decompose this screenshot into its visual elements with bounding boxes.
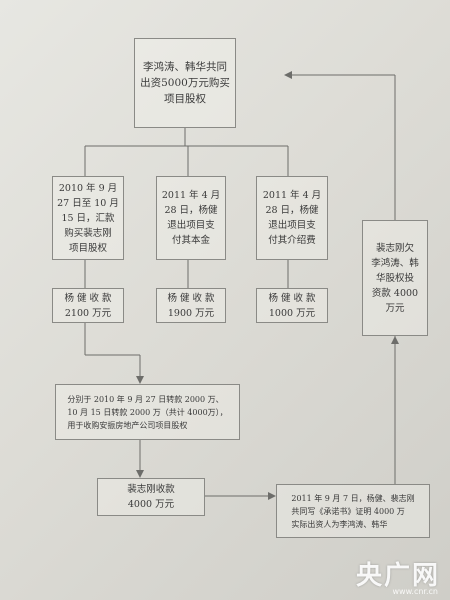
node-step1-purchase: 2010 年 9 月 27 日至 10 月 15 日，汇款 购买裴志刚 项目股权	[52, 176, 124, 260]
node-pei-owes: 裴志刚欠 李鸿涛、韩 华股权投 资款 4000 万元	[362, 220, 428, 336]
arrowhead	[268, 492, 276, 500]
arrowhead	[284, 71, 292, 79]
arrowhead	[136, 376, 144, 384]
node-joint-investment: 李鸿涛、韩华共同 出资5000万元购买 项目股权	[134, 38, 236, 128]
node-pei-receive-4000: 裴志刚收款 4000 万元	[97, 478, 205, 516]
cnr-watermark-url: www.cnr.cn	[392, 587, 438, 596]
node-yang-receive-2100: 杨 健 收 款 2100 万元	[52, 288, 124, 323]
node-commitment-letter: 2011 年 9 月 7 日，杨健、裴志刚 共同写《承诺书》证明 4000 万 …	[276, 484, 430, 538]
node-yang-receive-1900: 杨 健 收 款 1900 万元	[156, 288, 226, 323]
node-transfer-details: 分别于 2010 年 9 月 27 日转款 2000 万、 10 月 15 日转…	[55, 384, 240, 440]
arrowhead	[391, 336, 399, 344]
cnr-watermark-logo: 央广网	[355, 561, 440, 591]
node-step3-fee: 2011 年 4 月 28 日，杨健 退出项目支 付其介绍费	[256, 176, 328, 260]
arrowhead	[136, 470, 144, 478]
node-step2-principal: 2011 年 4 月 28 日，杨健 退出项目支 付其本金	[156, 176, 226, 260]
node-yang-receive-1000: 杨 健 收 款 1000 万元	[256, 288, 328, 323]
